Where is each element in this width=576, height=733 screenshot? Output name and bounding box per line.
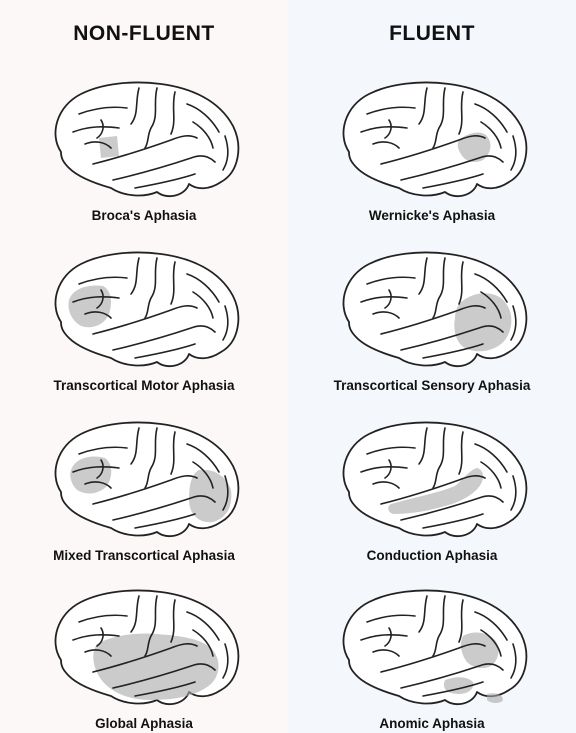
brain-illustration xyxy=(327,244,537,379)
mixed-transcortical-aphasia-panel: Mixed Transcortical Aphasia xyxy=(0,408,288,578)
brain-illustration xyxy=(39,414,249,549)
anomic-aphasia-panel: Anomic Aphasia xyxy=(288,576,576,733)
fluent-column: FLUENT Wernicke's Aphasia Transcortical … xyxy=(288,0,576,733)
wernicke-aphasia-panel: Wernicke's Aphasia xyxy=(288,68,576,238)
brain-outline xyxy=(343,82,526,196)
brain-outline xyxy=(55,82,238,196)
brain-illustration xyxy=(327,582,537,717)
brain-illustration xyxy=(327,414,537,549)
conduction-aphasia-panel: Conduction Aphasia xyxy=(288,408,576,578)
fluent-heading: FLUENT xyxy=(288,22,576,46)
panel-label: Transcortical Motor Aphasia xyxy=(0,378,288,393)
brain-illustration xyxy=(39,244,249,379)
brain-illustration xyxy=(39,582,249,717)
non-fluent-column: NON-FLUENT Broca's Aphasia Transcortical… xyxy=(0,0,288,733)
panel-label: Conduction Aphasia xyxy=(288,548,576,563)
panel-label: Mixed Transcortical Aphasia xyxy=(0,548,288,563)
brain-illustration xyxy=(327,74,537,209)
panel-label: Transcortical Sensory Aphasia xyxy=(288,378,576,393)
brain-illustration xyxy=(39,74,249,209)
panel-label: Broca's Aphasia xyxy=(0,208,288,223)
panel-label: Global Aphasia xyxy=(0,716,288,731)
panel-label: Anomic Aphasia xyxy=(288,716,576,731)
brain-outline xyxy=(343,422,526,536)
non-fluent-heading: NON-FLUENT xyxy=(0,22,288,46)
global-aphasia-panel: Global Aphasia xyxy=(0,576,288,733)
transcortical-motor-aphasia-panel: Transcortical Motor Aphasia xyxy=(0,238,288,408)
transcortical-sensory-aphasia-panel: Transcortical Sensory Aphasia xyxy=(288,238,576,408)
panel-label: Wernicke's Aphasia xyxy=(288,208,576,223)
broca-aphasia-panel: Broca's Aphasia xyxy=(0,68,288,238)
brain-outline xyxy=(343,590,526,704)
